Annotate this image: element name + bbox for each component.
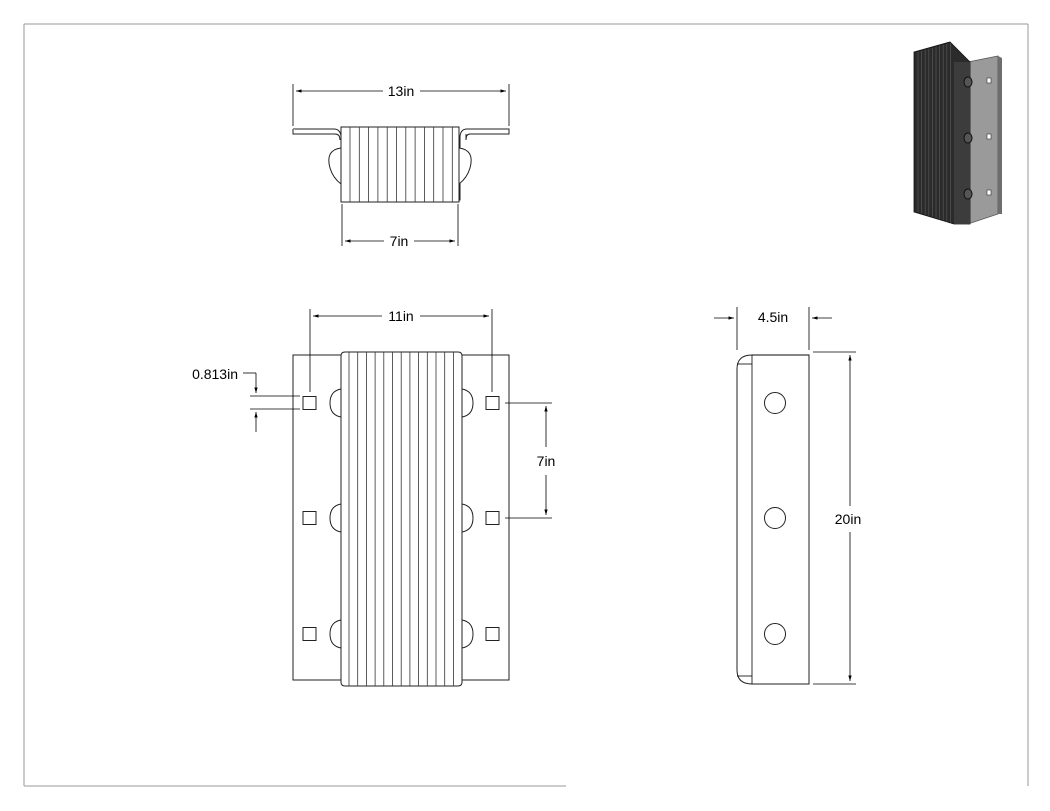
bolt-head xyxy=(461,619,474,649)
square-hole xyxy=(302,396,317,410)
isometric-view xyxy=(913,41,1002,225)
bolt-head xyxy=(461,503,474,533)
bolt-head-left xyxy=(328,147,342,186)
square-hole xyxy=(302,511,317,525)
square-hole xyxy=(485,396,500,410)
dim-label-hole-spacing: 7in xyxy=(537,453,556,469)
side-hole-2 xyxy=(764,507,786,529)
dim-label-pad-width: 7in xyxy=(390,233,409,249)
dim-label-height: 20in xyxy=(835,511,861,527)
side-view: 4.5in 20in xyxy=(714,307,861,685)
pad-front xyxy=(340,351,463,687)
dim-bolt-span: 11in xyxy=(309,308,493,392)
bolt-head xyxy=(329,503,342,533)
dim-hole-spacing: 7in xyxy=(505,402,556,519)
square-hole xyxy=(302,627,317,641)
bolt-head xyxy=(329,619,342,649)
side-hole-1 xyxy=(764,392,786,414)
top-view: 13in 7in xyxy=(292,83,510,249)
bolt-head xyxy=(461,388,474,418)
bolt-head-right xyxy=(458,147,472,186)
iso-plate xyxy=(967,55,999,225)
dim-label-bolt-span: 11in xyxy=(388,308,413,324)
pad-top xyxy=(340,126,460,203)
square-hole xyxy=(485,627,500,641)
dim-label-overall-width: 13in xyxy=(388,83,414,99)
square-hole xyxy=(485,511,500,525)
dim-overall-width: 13in xyxy=(292,83,510,126)
dim-label-edge-offset: 0.813in xyxy=(192,366,238,382)
side-hole-3 xyxy=(764,623,786,645)
dim-height: 20in xyxy=(813,351,861,685)
dim-label-depth: 4.5in xyxy=(758,309,788,325)
front-view: 11in 0.813in 7in xyxy=(192,308,556,687)
dim-pad-width: 7in xyxy=(341,204,459,249)
dim-depth: 4.5in xyxy=(714,307,832,350)
dim-edge-offset: 0.813in xyxy=(192,366,300,432)
bolt-head xyxy=(329,388,342,418)
sheet-border xyxy=(23,23,1029,787)
